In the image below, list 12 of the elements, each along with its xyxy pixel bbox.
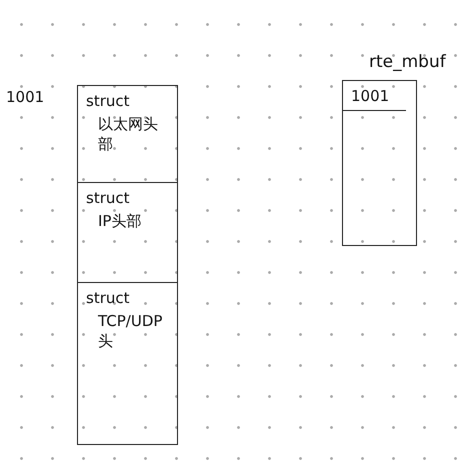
value-label: 1001 (6, 88, 44, 106)
header-name: IP头部 (98, 211, 142, 231)
keyword: struct (86, 289, 130, 307)
header-box (77, 282, 178, 445)
field-value: 1001 (343, 81, 406, 111)
header-box (77, 85, 178, 183)
keyword: struct (86, 92, 130, 110)
keyword: struct (86, 189, 130, 207)
header-name: 以太网头部 (98, 114, 159, 154)
header-box (77, 182, 178, 283)
struct-name: rte_mbuf (369, 53, 446, 71)
header-name: TCP/UDP头 (98, 311, 164, 351)
